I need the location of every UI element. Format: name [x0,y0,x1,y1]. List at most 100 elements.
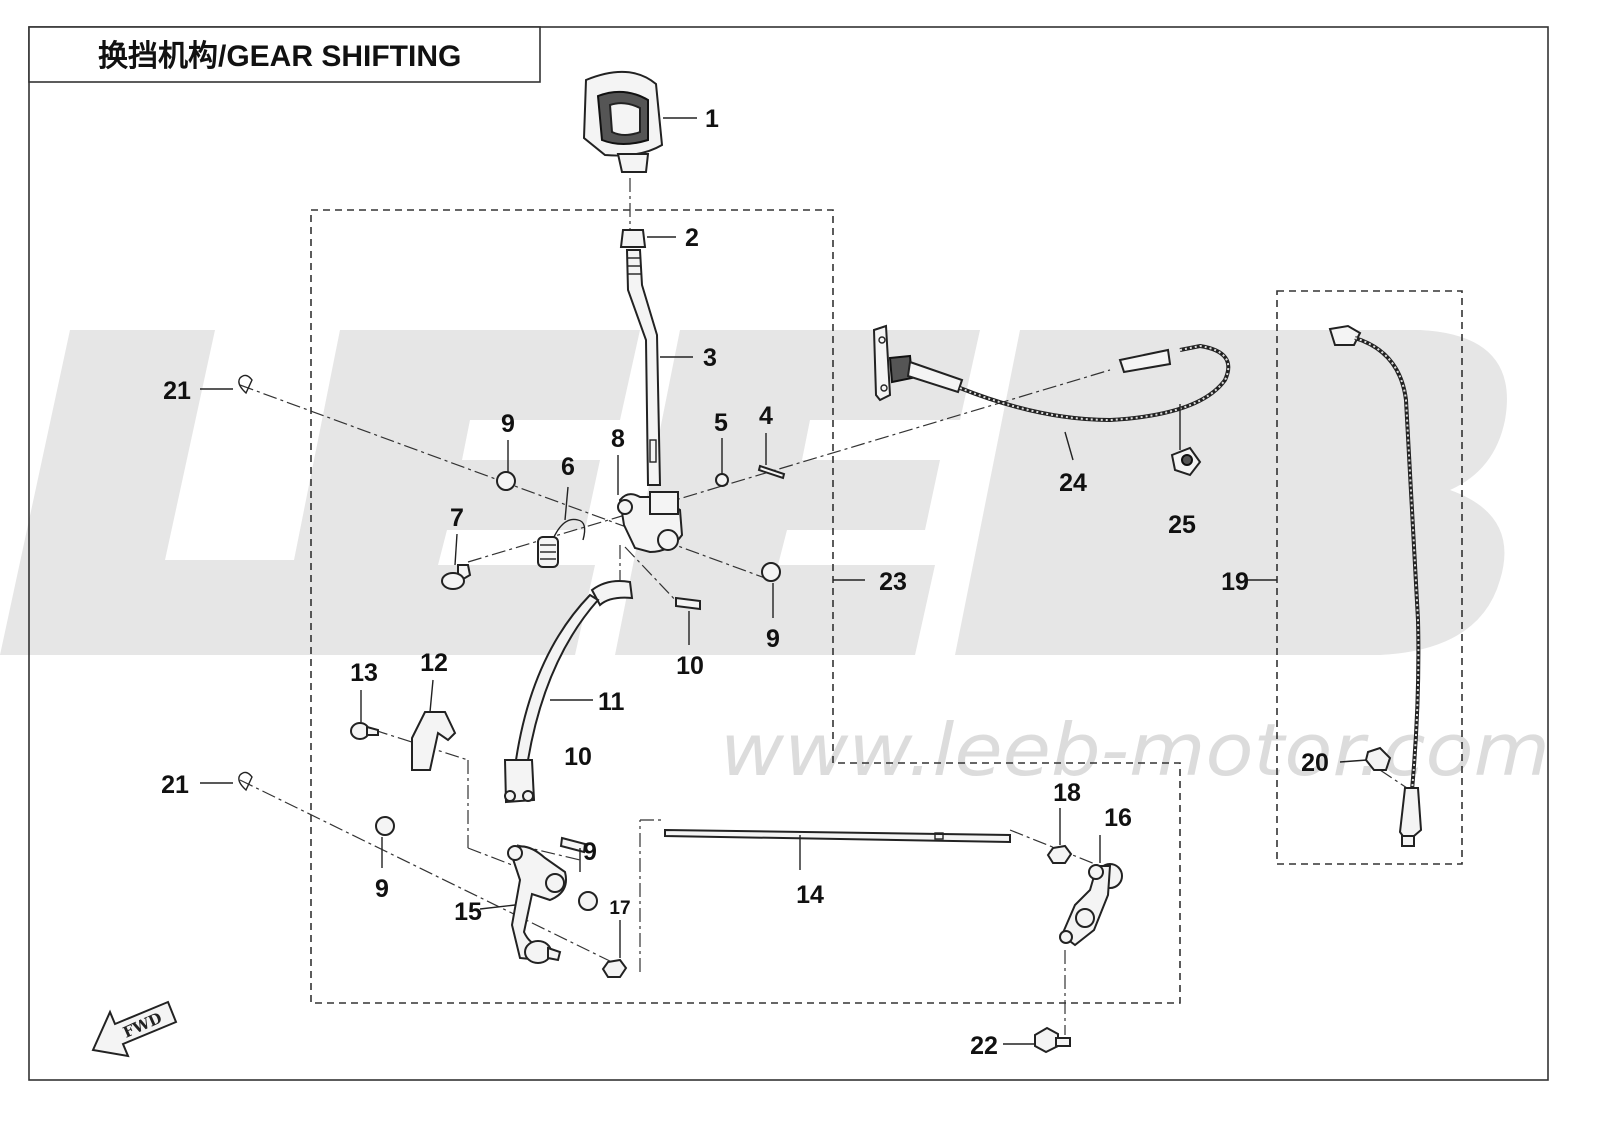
watermark-logo [0,330,1507,655]
pin-lower [559,836,587,854]
callout-number: 13 [350,659,378,687]
cable-grommet [1170,446,1202,477]
transmission-shift-arm [1059,863,1123,947]
title-box [28,26,541,83]
callout-number: 23 [879,568,907,596]
lever-bracket [617,491,684,554]
callout-22: 22 [970,1032,998,1060]
callout-6: 6 [561,453,575,481]
callout-2: 2 [685,224,699,252]
callout-leaders [200,117,1368,1045]
callout-number: 22 [970,1032,998,1060]
callout-14: 14 [796,881,824,909]
callout-number: 6 [561,453,575,481]
callout-17: 17 [609,898,630,919]
callout-number: 14 [796,881,824,909]
callout-8: 8 [611,425,625,453]
callout-number: 9 [583,838,597,866]
e-clip-lower [238,771,253,792]
callout-number: 9 [501,410,515,438]
callout-number: 2 [685,224,699,252]
plate-bolt [350,722,379,740]
nut-transmission-arm [1046,844,1073,864]
callout-25: 25 [1168,511,1196,539]
forward-direction-arrow: FWD [91,1000,178,1058]
callout-9: 9 [766,625,780,653]
pin-upper [675,596,701,611]
callout-number: 9 [375,875,389,903]
assembly-19-outline [1276,290,1463,865]
callout-11: 11 [598,688,625,716]
callout-15: 15 [454,898,482,926]
callout-5: 5 [714,409,728,437]
shift-cable [872,324,1231,423]
callout-3: 3 [703,344,717,372]
nut-lower-arm [601,958,628,978]
callout-9: 9 [375,875,389,903]
callout-number: 1 [705,105,719,133]
bushing-upper-left [496,471,516,491]
callout-number: 10 [564,743,592,771]
callout-1: 1 [705,105,719,133]
pivot-bolt [441,564,472,590]
callout-number: 7 [450,504,464,532]
callout-number: 10 [676,652,704,680]
callout-13: 13 [350,659,378,687]
callout-7: 7 [450,504,464,532]
callout-19: 19 [1221,568,1249,596]
callout-number: 16 [1104,804,1132,832]
knob-nut [619,229,647,248]
callout-number: 15 [454,898,482,926]
callout-number: 25 [1168,511,1196,539]
shift-rod [664,828,1011,844]
callout-20: 20 [1301,749,1329,777]
callout-9: 9 [583,838,597,866]
callout-10: 10 [676,652,704,680]
shift-lever [625,249,662,486]
callout-number: 11 [598,688,625,716]
callout-number: 21 [161,771,189,799]
callout-23: 23 [879,568,907,596]
page-title: 换挡机构/GEAR SHIFTING [98,40,461,73]
bushing-upper-right [761,562,781,582]
callouts: 1 2 3 4 5 6 7 8 9 9 9 9 10 10 11 12 13 1… [161,105,1329,1060]
callout-number: 18 [1053,779,1081,807]
assembly-23-outline [310,209,1181,1004]
callout-number: 19 [1221,568,1249,596]
callout-number: 21 [163,377,191,405]
callout-number: 12 [420,649,448,677]
callout-24: 24 [1059,469,1087,497]
watermark-url: www.leeb-motor.com [720,708,1550,792]
flange-bolt [1034,1026,1071,1054]
callout-number: 24 [1059,469,1087,497]
callout-21: 21 [163,377,191,405]
sensor-cable [1328,324,1423,847]
callout-21: 21 [161,771,189,799]
mounting-plate [411,711,457,771]
washer [715,473,729,487]
callout-18: 18 [1053,779,1081,807]
callout-number: 8 [611,425,625,453]
callout-number: 3 [703,344,717,372]
link-rod [503,580,634,804]
bushing-lower-right [578,891,598,911]
callout-12: 12 [420,649,448,677]
callout-number: 9 [766,625,780,653]
watermark: www.leeb-motor.com [0,330,1550,792]
e-clip-upper [238,374,253,395]
shift-knob [582,70,664,173]
cotter-pin [757,464,786,480]
callout-number: 5 [714,409,728,437]
diagram-frame [28,26,1549,1081]
callout-16: 16 [1104,804,1132,832]
lower-shift-arm [507,845,567,964]
callout-9: 9 [501,410,515,438]
callout-number: 20 [1301,749,1329,777]
callout-number: 17 [609,898,630,919]
callout-number: 4 [759,402,773,430]
bushing-lower-left [375,816,395,836]
callout-10: 10 [564,743,592,771]
return-spring [537,518,586,568]
callout-4: 4 [759,402,773,430]
